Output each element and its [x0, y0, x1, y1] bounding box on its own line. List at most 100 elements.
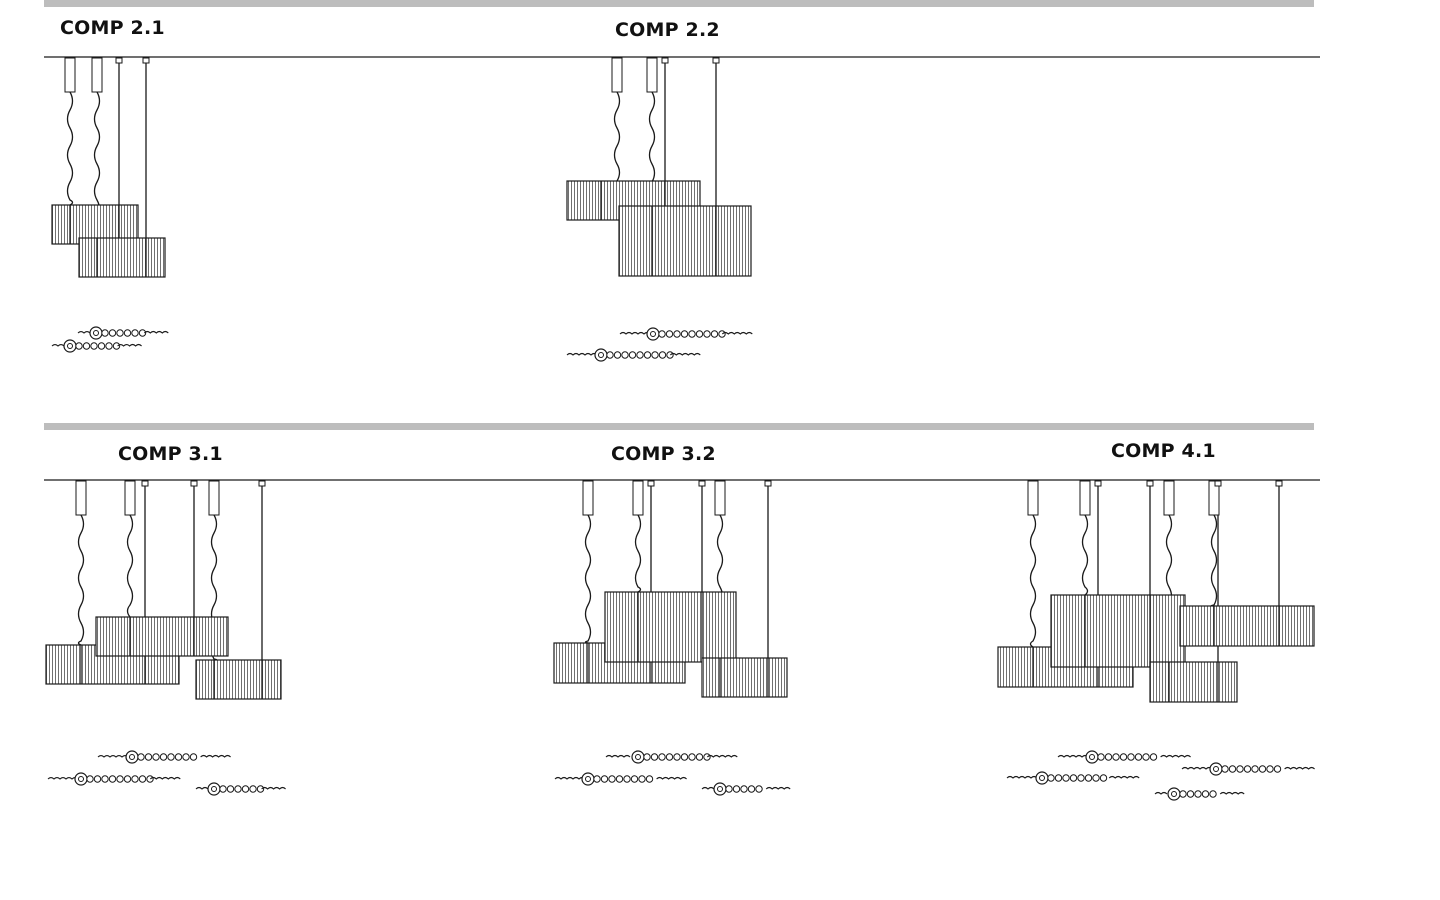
- comp-2-1-plan-view-1-bead: [138, 329, 147, 337]
- comp-3-2-plan-view-1-bead: [650, 753, 659, 761]
- comp-4-1-plan-view-2-bead: [1077, 774, 1085, 782]
- comp-3-1-ceiling-canopy-1: [75, 480, 87, 516]
- comp-3-1-plan-view-3-bead: [234, 785, 242, 793]
- comp-3-2-plan-view-3-bead: [740, 785, 748, 793]
- comp-2-1-plan-view-2-bead: [112, 342, 121, 350]
- comp-3-2-plan-view-2-bead: [600, 775, 609, 783]
- comp-3-2-plan-view-3-bead: [725, 785, 733, 793]
- comp-4-1-plan-view-1-ring-core: [1089, 754, 1095, 760]
- comp-2-1-plan-view-2-ring-core: [67, 343, 73, 349]
- comp-3-1-plan-view-3-ring: [207, 782, 221, 796]
- comp-4-1-plan-view-1-bead: [1149, 753, 1158, 761]
- comp-2-1-plan-view-1-cord-right: [143, 330, 169, 334]
- comp-4-1-plan-view-2-bead: [1062, 774, 1070, 782]
- comp-3-1-plan-view-2-bead: [138, 775, 147, 783]
- comp-2-2-cable-anchor-1: [661, 57, 669, 64]
- comp-4-1-plan-view-1-bead: [1142, 753, 1150, 761]
- comp-2-2-plan-view-1-bead: [718, 330, 726, 338]
- comp-3-2-plan-view-2-bead: [630, 775, 639, 783]
- comp-2-2-plan-view-1-bead: [703, 330, 711, 338]
- comp-2-2-ceiling-canopy-1: [611, 57, 623, 93]
- comp-3-1-plan-view-2-bead: [123, 775, 132, 783]
- comp-4-1-cable-anchor-3: [1214, 480, 1222, 487]
- comp-2-1-plan-view-2-bead: [75, 342, 83, 350]
- comp-title-4-1: COMP 4.1: [1111, 440, 1216, 462]
- comp-4-1-coiled-cable-1: [1029, 514, 1037, 648]
- comp-2-1-ceiling-canopy-2: [91, 57, 103, 93]
- comp-4-1-plan-view-3-bead: [1228, 765, 1237, 773]
- comp-3-2-pendant-shade-3: [701, 657, 788, 698]
- comp-2-2-plan-view-1-bead: [665, 330, 674, 338]
- comp-2-1-plan-view-2-bead: [90, 342, 98, 350]
- comp-3-2-plan-view-1-ring: [631, 750, 645, 764]
- comp-2-2-plan-view-2-bead: [651, 351, 659, 359]
- comp-4-1-plan-view-3-ring-core: [1213, 766, 1219, 772]
- comp-2-2-plan-view-2-ring-core: [598, 352, 604, 358]
- comp-3-1-plan-view-1-cord-right: [200, 754, 231, 758]
- comp-3-1-plan-view-3-cord-right: [261, 786, 286, 790]
- comp-3-2-cable-anchor-1: [647, 480, 655, 487]
- comp-4-1-plan-view-4-cord-left: [1154, 791, 1168, 795]
- comp-4-1-plan-view-2-bead: [1084, 774, 1093, 782]
- comp-3-1-ceiling-canopy-2: [124, 480, 136, 516]
- comp-4-1-plan-view-4-bead: [1209, 790, 1217, 798]
- comp-2-1-pendant-shade-2: [78, 237, 166, 278]
- comp-3-2-plan-view-1-bead: [665, 753, 674, 761]
- comp-4-1-coiled-cable-2: [1081, 514, 1089, 596]
- row-2-top-band: [44, 423, 1314, 430]
- comp-4-1-plan-view-2-ring-core: [1039, 775, 1045, 781]
- comp-4-1-plan-view-4-ring-core: [1171, 791, 1177, 797]
- comp-3-2-pendant-shade-2: [604, 591, 737, 663]
- comp-4-1-ceiling-canopy-2: [1079, 480, 1091, 516]
- comp-2-1-plan-view-2-bead: [82, 342, 91, 350]
- comp-3-2-ceiling-canopy-3: [714, 480, 726, 516]
- comp-3-1-plan-view-2-bead: [101, 775, 109, 783]
- comp-4-1-plan-view-3-bead: [1236, 765, 1244, 773]
- comp-4-1-cable-anchor-1: [1094, 480, 1102, 487]
- comp-2-2-plan-view-1-bead: [680, 330, 689, 338]
- comp-4-1-plan-view-3-cord-left: [1181, 766, 1213, 770]
- comp-3-1-plan-view-1-bead: [174, 753, 183, 761]
- comp-2-2-plan-view-2-bead: [606, 351, 614, 359]
- comp-2-2-plan-view-2-ring: [594, 348, 608, 362]
- comp-3-2-plan-view-2-bead: [615, 775, 624, 783]
- comp-4-1-plan-view-1-ring: [1085, 750, 1099, 764]
- comp-3-1-plan-view-2-bead: [108, 775, 117, 783]
- comp-2-1-plan-view-2-ring: [63, 339, 77, 353]
- comp-3-2-coiled-cable-1: [584, 514, 592, 644]
- comp-2-2-plan-view-1-bead: [710, 330, 719, 338]
- comp-3-2-plan-view-3-cord-left: [701, 786, 715, 790]
- comp-3-2-plan-view-3-ring-core: [717, 786, 723, 792]
- comp-2-1-plan-view-2-cord-right: [117, 343, 142, 347]
- comp-4-1-ceiling-canopy-4: [1208, 480, 1220, 516]
- comp-2-2-plan-view-1-bead: [658, 330, 666, 338]
- comp-2-2-plan-view-2-bead: [666, 351, 674, 359]
- comp-2-2-plan-view-1-cord-right: [721, 331, 753, 335]
- comp-4-1-plan-view-4-cord-right: [1219, 791, 1245, 795]
- comp-title-2-2: COMP 2.2: [615, 19, 720, 41]
- comp-3-1-plan-view-3-bead: [219, 785, 227, 793]
- comp-4-1-plan-view-2-bead: [1054, 774, 1063, 782]
- comp-2-2-plan-view-1-ring-core: [650, 331, 656, 337]
- comp-2-1-plan-view-1-ring: [89, 326, 103, 340]
- comp-2-2-pendant-shade-2: [618, 205, 752, 277]
- comp-3-1-plan-view-1-bead: [152, 753, 160, 761]
- comp-3-1-plan-view-3-bead: [249, 785, 257, 793]
- comp-4-1-plan-view-4-bead: [1179, 790, 1187, 798]
- comp-2-2-plan-view-2-bead: [621, 351, 629, 359]
- comp-3-2-plan-view-2-bead: [593, 775, 601, 783]
- comp-2-2-plan-view-1-ring: [646, 327, 660, 341]
- comp-4-1-plan-view-1-bead: [1127, 753, 1135, 761]
- comp-3-1-plan-view-3-ring-core: [211, 786, 217, 792]
- comp-3-1-plan-view-3-cord-left: [195, 786, 209, 790]
- comp-3-1-plan-view-2-bead: [131, 775, 139, 783]
- comp-3-2-plan-view-2-ring: [581, 772, 595, 786]
- comp-3-1-plan-view-2-bead: [146, 775, 154, 783]
- comp-3-1-plan-view-3-bead: [256, 785, 265, 793]
- comp-2-1-plan-view-2-cord-left: [51, 343, 65, 347]
- comp-2-2-plan-view-2-cord-right: [669, 352, 701, 356]
- comp-title-3-1: COMP 3.1: [118, 443, 223, 465]
- comp-4-1-plan-view-1-bead: [1104, 753, 1113, 761]
- comp-3-2-plan-view-2-bead: [645, 775, 654, 783]
